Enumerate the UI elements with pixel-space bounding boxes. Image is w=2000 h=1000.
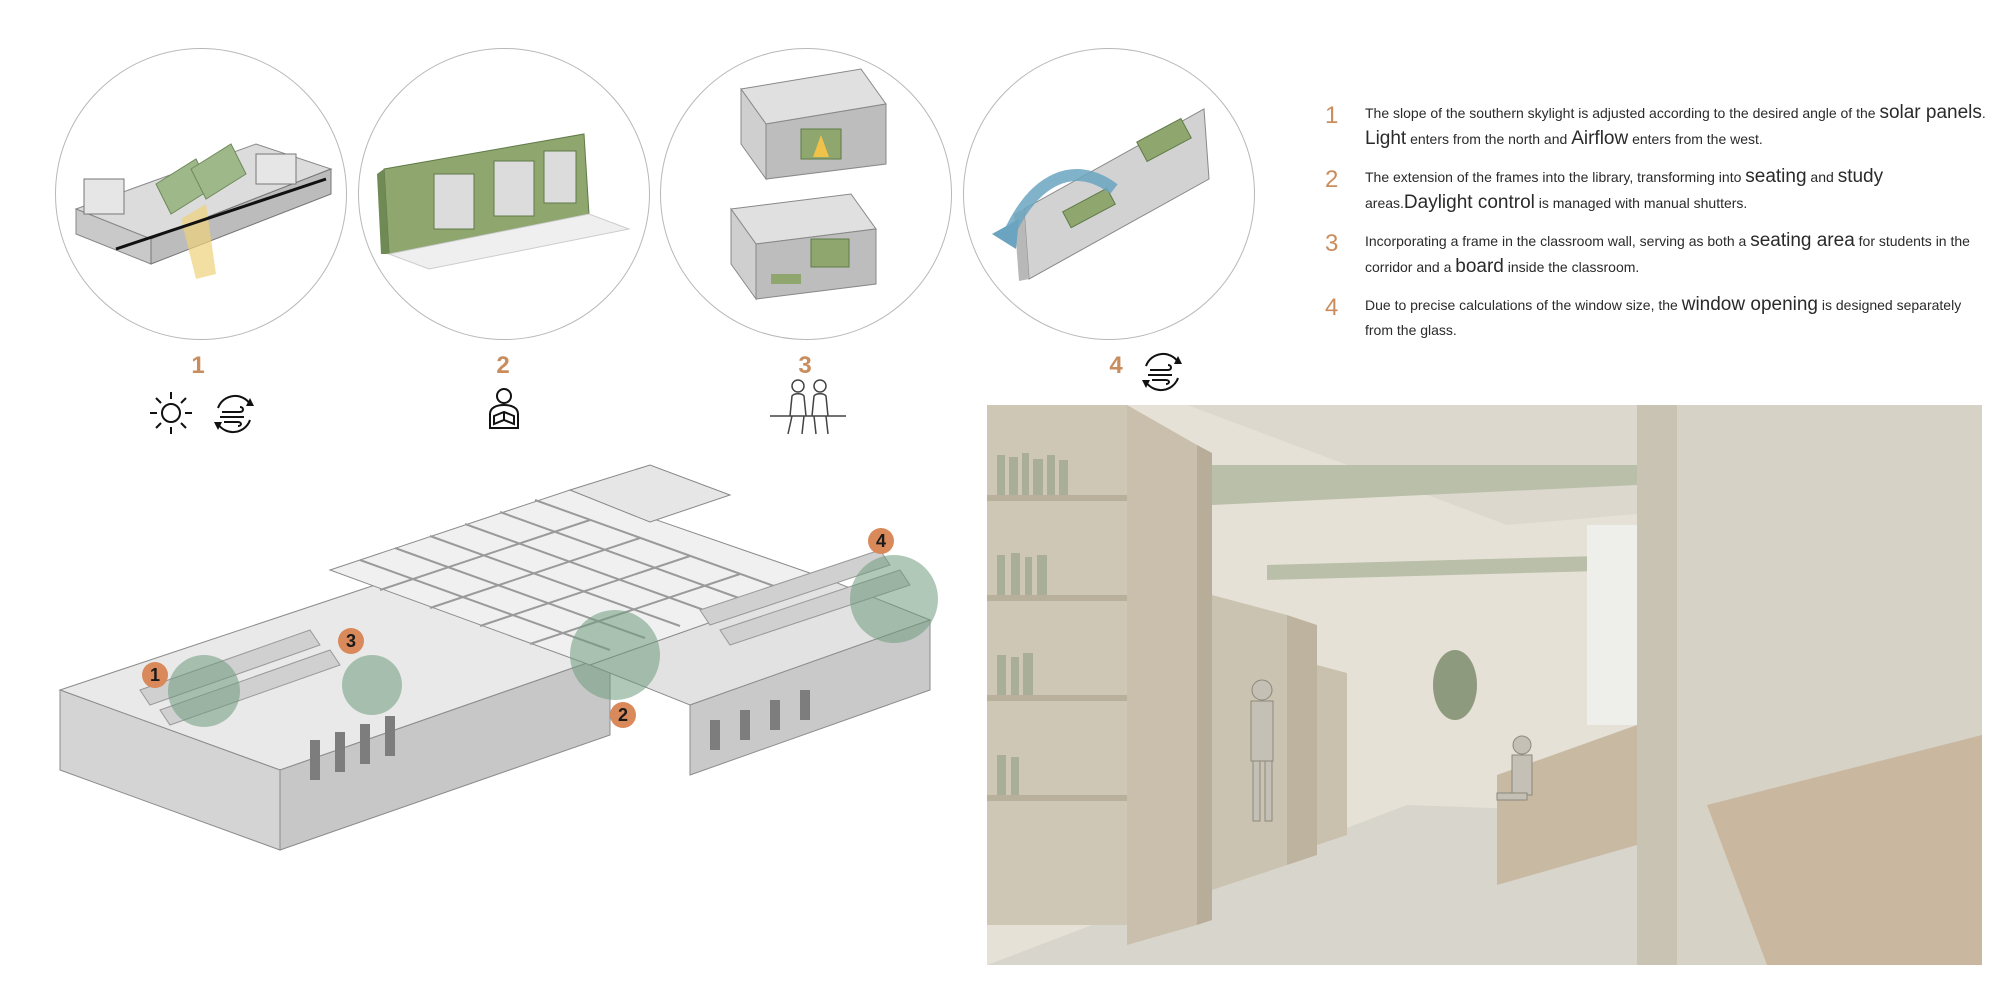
legend-text-segment: is designed separately from the glass. [1365,297,1962,338]
legend-text-segment: enters from the north and [1406,131,1572,147]
legend-keyword: board [1455,256,1504,277]
highlight-zone-2 [570,610,660,700]
building-marker-2: 2 [610,702,636,728]
legend-text-segment: inside the classroom. [1503,259,1640,275]
step-number-4: 4 [1109,352,1123,379]
airflow-cycle-icon [1138,348,1186,396]
legend-text-segment: areas. [1365,195,1404,211]
legend-text-segment: for students in the corridor and a [1365,233,1970,275]
highlight-zone-4 [850,555,938,643]
legend-text-segment: is managed with manual shutters. [1534,195,1748,211]
legend-number: 1 [1325,102,1339,129]
sun-icon [148,390,194,436]
classroom-frame-drawing [730,68,887,301]
seated-students-icon [768,376,848,440]
skylight-section-drawing [74,143,333,279]
legend-keyword: Daylight control [1403,192,1535,213]
legend-number: 2 [1325,166,1339,193]
legend-keyword: Airflow [1571,128,1629,149]
building-marker-1: 1 [142,662,168,688]
legend-number: 3 [1325,230,1339,257]
legend-keyword: seating area [1750,230,1855,251]
building-drawing [58,464,932,851]
window-opening-drawing [992,108,1210,281]
step-number-1: 1 [191,352,205,379]
legend-keyword: window opening [1681,294,1818,315]
detail-circle-skylight [55,48,347,340]
legend-text-segment: The slope of the southern skylight is ad… [1365,105,1880,121]
legend-keyword: solar panels [1879,102,1982,123]
highlight-zone-1 [168,655,240,727]
legend-keyword: study [1837,166,1884,187]
legend-text-segment: The extension of the frames into the lib… [1365,169,1746,185]
legend-text: Due to precise calculations of the windo… [1365,292,1990,343]
library-frames-drawing [377,133,631,270]
legend-text-segment: and [1806,169,1838,185]
building-axonometric: 1 2 3 4 [50,440,950,900]
legend-text: The slope of the southern skylight is ad… [1365,100,1990,152]
legend-text-segment: Incorporating a frame in the classroom w… [1365,233,1751,249]
legend-text-segment: enters from the west. [1628,131,1763,147]
legend-text-segment: . [1981,105,1986,121]
student-reading-icon [484,388,524,432]
legend-text-segment: Due to precise calculations of the windo… [1365,297,1682,313]
building-marker-4: 4 [868,528,894,554]
legend-number: 4 [1325,294,1339,321]
airflow-cycle-icon [210,390,258,438]
detail-circle-window-opening [963,48,1255,340]
highlight-zone-3 [342,655,402,715]
library-interior-render [987,405,1982,965]
legend-text: Incorporating a frame in the classroom w… [1365,228,1990,280]
step-number-2: 2 [496,352,510,379]
legend-text: The extension of the frames into the lib… [1365,164,1990,216]
legend-keyword: Light [1365,128,1407,149]
detail-circle-classroom-frame [660,48,952,340]
legend-keyword: seating [1745,166,1807,187]
step-number-3: 3 [798,352,812,379]
detail-circle-library-frames [358,48,650,340]
building-marker-3: 3 [338,628,364,654]
